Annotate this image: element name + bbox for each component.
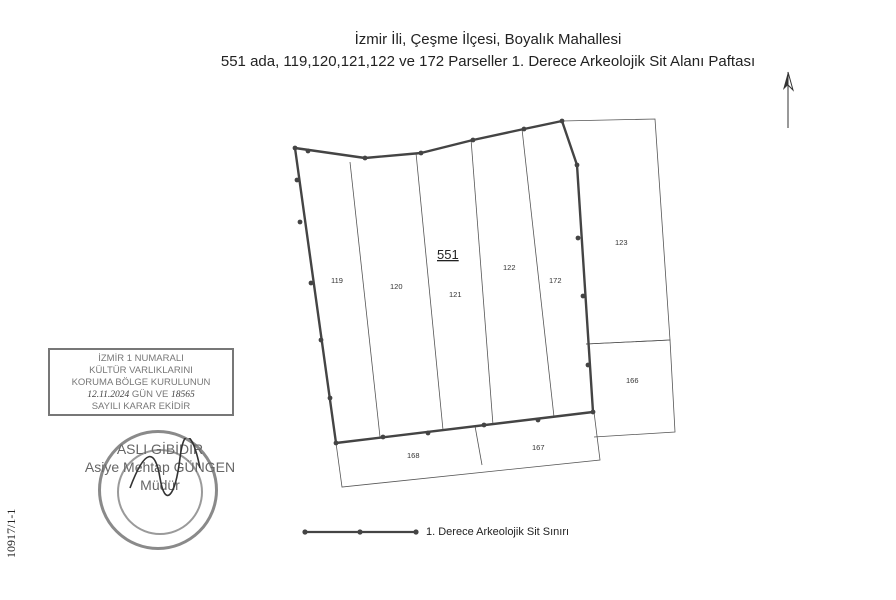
boundary-vertex xyxy=(294,177,300,183)
divider-121-122 xyxy=(470,138,494,426)
boundary-vertex xyxy=(521,126,527,132)
parcel-label-167: 167 xyxy=(532,443,545,452)
official-seal xyxy=(98,430,218,550)
parcel-label-172: 172 xyxy=(549,276,562,285)
parcel-label-123: 123 xyxy=(615,238,628,247)
boundary-vertex xyxy=(585,362,591,368)
boundary-vertex xyxy=(327,395,333,401)
document-code: 10917/1-1 xyxy=(4,508,18,558)
stamp-mid: GÜN VE xyxy=(131,389,169,400)
boundary-vertex xyxy=(380,434,386,440)
approval-stamp: İZMİR 1 NUMARALI KÜLTÜR VARLIKLARINI KOR… xyxy=(48,348,234,416)
parcel-167-168-outline xyxy=(335,411,601,488)
divider-122-172 xyxy=(521,128,555,418)
boundary-vertex xyxy=(535,417,541,423)
stamp-date: 12.11.2024 xyxy=(87,390,130,400)
boundary-vertex xyxy=(305,148,311,154)
boundary-vertex xyxy=(481,422,487,428)
boundary-vertex xyxy=(470,137,476,143)
parcel-label-121: 121 xyxy=(449,290,462,299)
boundary-vertex xyxy=(559,118,565,124)
boundary-vertex xyxy=(333,440,339,446)
parcel-label-120: 120 xyxy=(390,282,403,291)
legend-label: 1. Derece Arkeolojik Sit Sınırı xyxy=(426,526,570,538)
divider-120-121 xyxy=(415,152,444,431)
divider-119-120 xyxy=(349,161,381,438)
parcel-label-122: 122 xyxy=(503,263,516,272)
legend-line-symbol xyxy=(302,529,419,535)
map-title-line2: 551 ada, 119,120,121,122 ve 172 Parselle… xyxy=(220,53,756,70)
boundary-vertex xyxy=(362,155,368,161)
boundary-vertex xyxy=(575,235,581,241)
north-arrow-icon xyxy=(783,71,794,128)
boundary-vertex xyxy=(574,162,580,168)
signatory-name: Asiye Mehtap GÜNGEN xyxy=(84,459,236,475)
stamp-line2: KÜLTÜR VARLIKLARINI xyxy=(89,365,193,376)
boundary-vertex xyxy=(292,145,298,151)
parcel-123-outline xyxy=(561,118,671,345)
block-number-label: 551 xyxy=(437,247,459,262)
site-boundary xyxy=(293,119,595,445)
boundary-vertex xyxy=(297,219,303,225)
boundary-vertex xyxy=(590,409,596,415)
stamp-line5: SAYILI KARAR EKİDİR xyxy=(91,401,191,412)
handwritten-signature xyxy=(129,438,201,497)
parcel-166-outline xyxy=(585,339,676,438)
stamp-number: 18565 xyxy=(171,390,195,400)
boundary-vertex xyxy=(308,280,314,286)
stamp-line1: İZMİR 1 NUMARALI xyxy=(98,353,184,364)
boundary-vertex xyxy=(580,293,586,299)
parcel-167-168-divider xyxy=(474,425,483,466)
boundary-vertex xyxy=(318,337,324,343)
map-title-line1: İzmir İli, Çeşme İlçesi, Boyalık Mahalle… xyxy=(354,31,622,48)
boundary-vertex xyxy=(418,150,424,156)
stamp-line4: 12.11.2024 GÜN VE 18565 xyxy=(50,389,232,401)
stamp-line3: KORUMA BÖLGE KURULUNUN xyxy=(71,377,211,388)
parcel-label-166: 166 xyxy=(626,376,639,385)
boundary-vertex-markers xyxy=(292,118,596,446)
seal-inner-ring xyxy=(117,449,203,535)
boundary-vertex xyxy=(425,430,431,436)
parcel-label-168: 168 xyxy=(407,451,420,460)
signatory-title: Müdür xyxy=(140,477,180,493)
parcel-label-119: 119 xyxy=(331,276,343,285)
